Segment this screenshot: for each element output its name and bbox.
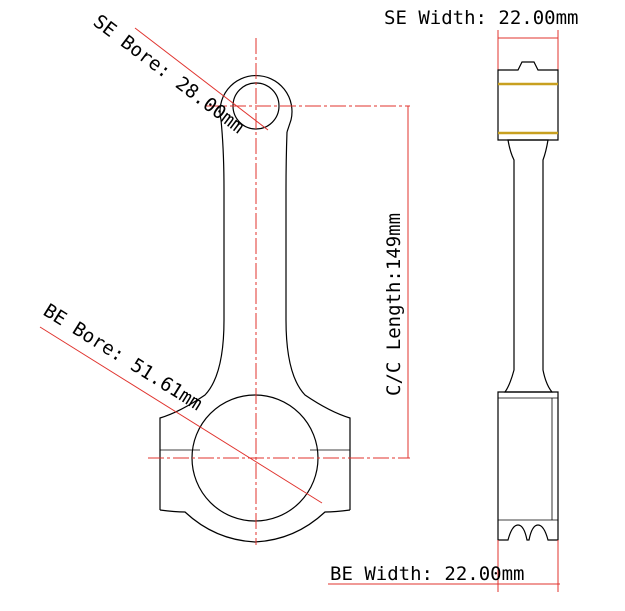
side-view	[328, 30, 560, 592]
be-width-label: BE Width: 22.00mm	[330, 563, 524, 585]
be-bore-leader	[39, 326, 323, 504]
be-bore-label: BE Bore: 51.61mm	[39, 300, 206, 416]
side-small-end	[497, 61, 559, 141]
big-end-cap	[159, 509, 351, 543]
front-view	[39, 27, 410, 545]
rod-beam-right	[285, 131, 351, 510]
se-bore-label: SE Bore: 28.00mm	[89, 10, 248, 138]
se-width-label: SE Width: 22.00mm	[384, 7, 578, 29]
side-beam	[503, 139, 554, 393]
se-bore-leader	[134, 27, 269, 131]
cc-length-label: C/C Length:149mm	[383, 213, 405, 396]
rod-beam-left	[159, 119, 225, 510]
side-big-end	[497, 391, 559, 541]
